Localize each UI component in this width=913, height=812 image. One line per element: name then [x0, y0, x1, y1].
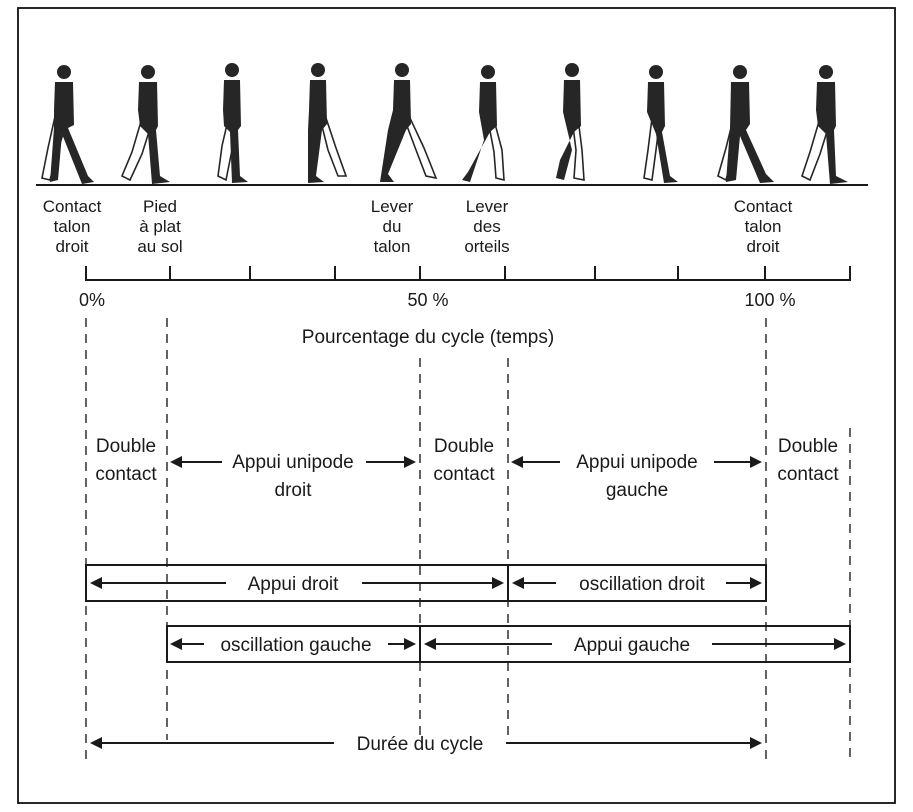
- event-contact-talon-droit-start-line2: talon: [54, 217, 91, 236]
- event-lever-orteils-line2: des: [473, 217, 500, 236]
- appui-droit-label: Appui droit: [248, 574, 340, 595]
- event-contact-talon-droit-end-line2: talon: [745, 217, 782, 236]
- event-contact-talon-droit-end-line1: Contact: [734, 197, 793, 216]
- arrowhead-left-icon: [90, 577, 102, 589]
- appui-gauche-label: Appui gauche: [574, 635, 690, 656]
- arrowhead-right-icon: [404, 638, 416, 650]
- axis-title: Pourcentage du cycle (temps): [302, 327, 554, 348]
- appui-unipode-droit-line1: Appui unipode: [232, 452, 354, 473]
- arrowhead-left-icon: [170, 638, 182, 650]
- right-leg-bars: Appui droit oscillation droit: [85, 564, 767, 602]
- figure-frame: [17, 7, 896, 804]
- walker-figure-icon: [643, 65, 678, 183]
- arrowhead-left-icon: [511, 456, 523, 468]
- percent-0-label: 0%: [79, 290, 105, 310]
- percent-50-label: 50 %: [407, 290, 448, 310]
- phase-labels: Double contact Appui unipode droit Doubl…: [95, 436, 839, 501]
- percent-100-label: 100 %: [744, 290, 795, 310]
- double-contact-1-line1: Double: [96, 436, 156, 457]
- walker-figure-icon: [380, 63, 438, 182]
- arrowhead-left-icon: [512, 577, 524, 589]
- arrowhead-left-icon: [90, 737, 102, 749]
- event-lever-talon-line3: talon: [374, 237, 411, 256]
- double-contact-1-line2: contact: [95, 464, 157, 485]
- event-pied-a-plat-line3: au sol: [137, 237, 182, 256]
- arrowhead-right-icon: [750, 456, 762, 468]
- event-contact-talon-droit-start-line3: droit: [55, 237, 88, 256]
- arrowhead-right-icon: [834, 638, 846, 650]
- event-lever-orteils-line1: Lever: [466, 197, 509, 216]
- left-leg-bars: oscillation gauche Appui gauche: [166, 625, 851, 663]
- double-contact-2-line2: contact: [433, 464, 495, 485]
- walker-figure-icon: [217, 63, 248, 183]
- left-leg-bar-frame: [166, 625, 851, 663]
- appui-unipode-gauche-line2: gauche: [606, 480, 668, 501]
- cycle-timeline: 0% 50 % 100 % Pourcentage du cycle (temp…: [79, 266, 851, 348]
- event-lever-orteils-line3: orteils: [464, 237, 509, 256]
- phase-separators: [85, 318, 851, 760]
- double-contact-2-line1: Double: [434, 436, 494, 457]
- double-contact-3-line1: Double: [778, 436, 838, 457]
- walker-figure-icon: [41, 65, 94, 184]
- cycle-duration: Durée du cycle: [90, 734, 762, 755]
- walker-figure-icon: [120, 65, 170, 184]
- event-contact-talon-droit-start-line1: Contact: [43, 197, 102, 216]
- double-contact-3-line2: contact: [777, 464, 839, 485]
- event-lever-talon-line2: du: [383, 217, 402, 236]
- walker-figure-icon: [717, 65, 774, 183]
- cycle-duration-label: Durée du cycle: [357, 734, 484, 755]
- arrowhead-right-icon: [404, 456, 416, 468]
- arrowhead-right-icon: [492, 577, 504, 589]
- arrowhead-right-icon: [750, 737, 762, 749]
- arrowhead-left-icon: [424, 638, 436, 650]
- appui-unipode-gauche-line1: Appui unipode: [576, 452, 698, 473]
- walker-figure-icon: [556, 63, 585, 181]
- event-pied-a-plat-line2: à plat: [139, 217, 181, 236]
- event-pied-a-plat-line1: Pied: [143, 197, 177, 216]
- event-labels: Contact talon droit Pied à plat au sol L…: [43, 197, 793, 256]
- event-lever-talon-line1: Lever: [371, 197, 414, 216]
- right-leg-bar-frame: [85, 564, 767, 602]
- walker-figure-icon: [462, 65, 505, 182]
- event-contact-talon-droit-end-line3: droit: [746, 237, 779, 256]
- arrowhead-right-icon: [750, 577, 762, 589]
- walker-figure-icon: [801, 65, 848, 184]
- oscillation-gauche-label: oscillation gauche: [220, 635, 371, 656]
- arrowhead-left-icon: [170, 456, 182, 468]
- oscillation-droit-label: oscillation droit: [579, 574, 705, 595]
- appui-unipode-droit-line2: droit: [275, 480, 313, 501]
- walker-figure-icon: [308, 63, 348, 183]
- walking-silhouettes: [41, 63, 848, 184]
